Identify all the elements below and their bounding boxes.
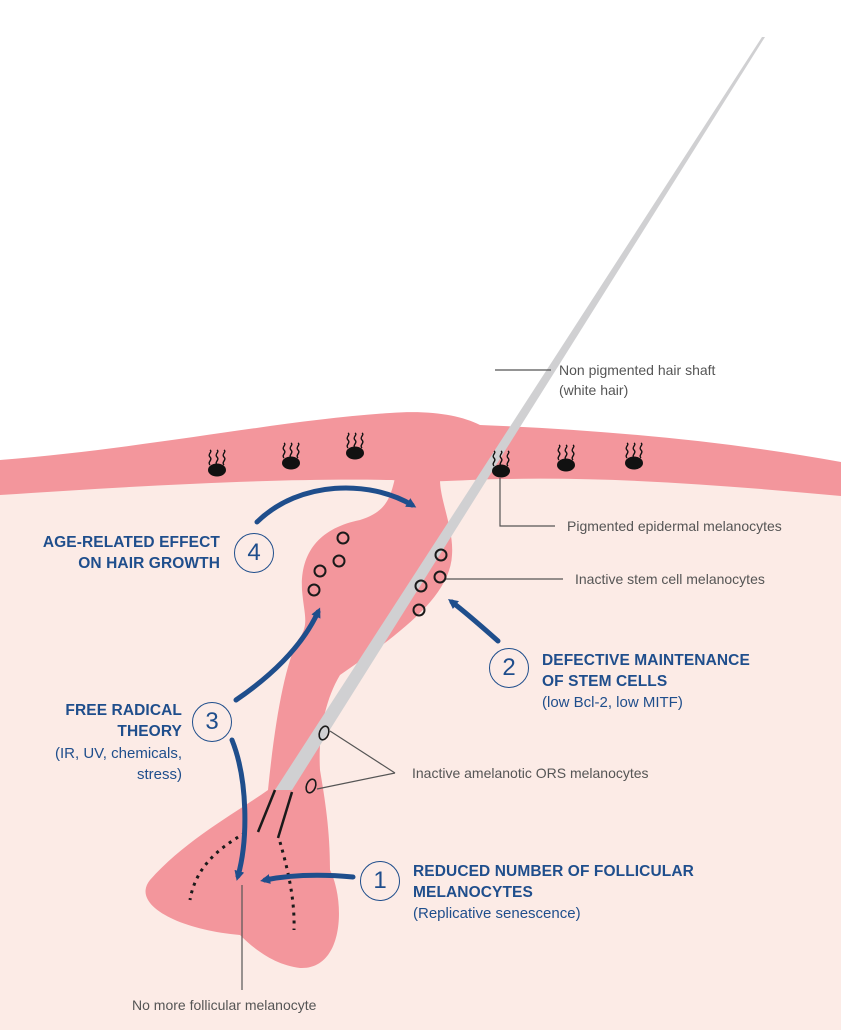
leader-epidermal: [499, 478, 555, 527]
hair-shaft: [275, 37, 765, 790]
leader-ors-bottom: [316, 772, 396, 790]
stem-cell-circle: [433, 570, 447, 584]
arrow-3-down: [229, 737, 248, 881]
stem-cell-circle: [414, 579, 428, 593]
stem-cell-circle: [313, 564, 327, 578]
cause-3-title-line1: FREE RADICAL: [65, 702, 182, 719]
cause-4-number: 4: [234, 533, 274, 573]
bulb-dotted-left: [188, 831, 246, 901]
cause-4-title-line1: AGE-RELATED EFFECT: [42, 534, 220, 551]
stem-cell-label: Inactive stem cell melanocytes: [575, 571, 765, 587]
epidermal-melanocyte: [557, 444, 575, 472]
leader-ors-top: [329, 730, 396, 774]
cause-1-subtitle: (Replicative senescence): [413, 905, 581, 922]
epidermal-melanocyte: [492, 450, 510, 478]
stem-cell-circle: [412, 603, 426, 617]
stem-cell-circle: [434, 548, 448, 562]
arrow-4: [254, 485, 417, 525]
epidermal-melanocyte: [625, 442, 643, 470]
bulb-dotted-right: [278, 841, 296, 931]
cause-3-number: 3: [192, 702, 232, 742]
hair-shaft-label-line2: (white hair): [559, 382, 629, 398]
follicle-inner-line-right: [276, 791, 294, 839]
follicle-inner-line-left: [256, 789, 277, 833]
cause-1-number: 1: [360, 861, 400, 901]
cause-1-title-line1: REDUCED NUMBER OF FOLLICULAR: [413, 863, 694, 880]
arrow-3-up: [233, 607, 321, 703]
ors-melanocyte: [305, 778, 317, 794]
epidermal-melanocyte: [282, 442, 300, 470]
cause-3-subtitle-line1: (IR, UV, chemicals,: [55, 745, 182, 762]
cause-3-subtitle-line2: stress): [137, 766, 182, 783]
hair-follicle: [145, 478, 453, 969]
cause-3-title-line2: THEORY: [117, 723, 182, 740]
epidermal-melanocyte: [346, 432, 364, 460]
epidermal-melanocytes-label: Pigmented epidermal melanocytes: [567, 518, 782, 534]
stem-cell-circle: [307, 583, 321, 597]
arrow-2: [448, 598, 501, 644]
cause-2-number: 2: [489, 648, 529, 688]
cause-1-title-line2: MELANOCYTES: [413, 884, 533, 901]
cause-2-title-line1: DEFECTIVE MAINTENANCE: [542, 652, 750, 669]
ors-melanocytes: [305, 725, 330, 794]
stem-cell-melanocytes: [307, 531, 448, 617]
cause-4-title-line2: ON HAIR GROWTH: [78, 555, 220, 572]
cause-2-subtitle: (low Bcl-2, low MITF): [542, 694, 683, 711]
epidermal-melanocytes: [208, 432, 643, 478]
epidermis-layer: [0, 412, 841, 496]
stem-cell-circle: [336, 531, 350, 545]
ors-melanocyte: [318, 725, 330, 741]
no-more-melanocyte-label: No more follicular melanocyte: [132, 997, 317, 1013]
stem-cell-circle: [332, 554, 346, 568]
epidermal-melanocyte: [208, 449, 226, 477]
hair-shaft-label-line1: Non pigmented hair shaft: [559, 362, 716, 378]
ors-melanocytes-label: Inactive amelanotic ORS melanocytes: [412, 765, 649, 781]
arrow-1: [260, 872, 356, 884]
cause-2-title-line2: OF STEM CELLS: [542, 673, 668, 690]
